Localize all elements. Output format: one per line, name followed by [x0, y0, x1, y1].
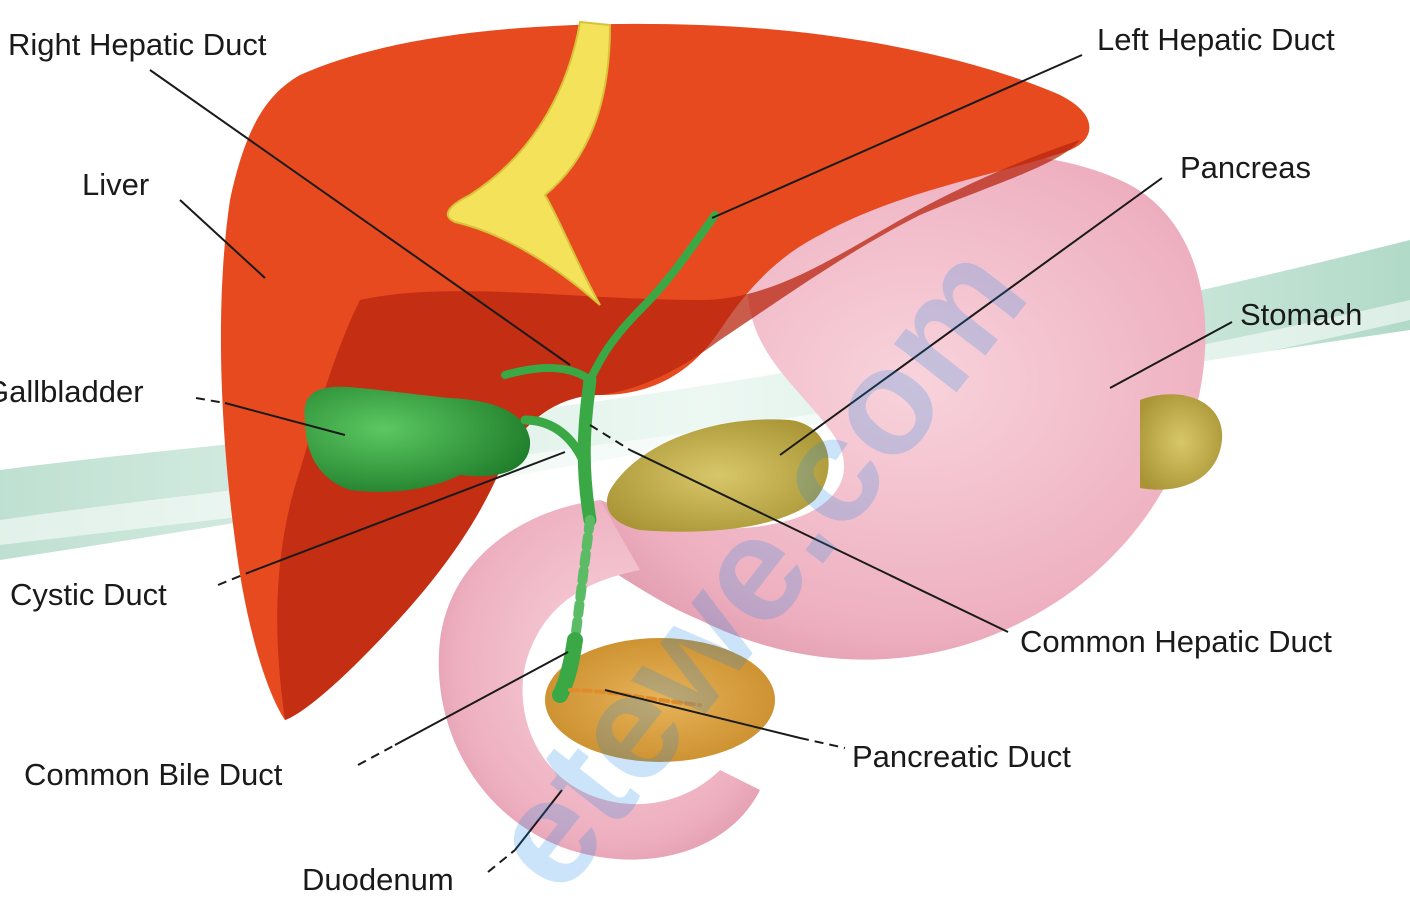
- label-right-hepatic-duct: Right Hepatic Duct: [8, 27, 267, 62]
- label-pancreas: Pancreas: [1180, 150, 1311, 185]
- label-common-hepatic-duct: Common Hepatic Duct: [1020, 624, 1332, 659]
- label-cystic-duct: Cystic Duct: [10, 577, 167, 612]
- label-gallbladder: Gallbladder: [0, 374, 144, 409]
- label-liver: Liver: [82, 167, 149, 202]
- leader-pancreatic-duct-2: [800, 738, 845, 748]
- leader-common-bile-duct: [358, 745, 395, 765]
- label-stomach: Stomach: [1240, 297, 1362, 332]
- label-pancreatic-duct: Pancreatic Duct: [852, 739, 1071, 774]
- leader-gallbladder: [196, 398, 225, 403]
- label-left-hepatic-duct: Left Hepatic Duct: [1097, 22, 1335, 57]
- label-common-bile-duct: Common Bile Duct: [24, 757, 283, 792]
- label-duodenum: Duodenum: [302, 862, 454, 897]
